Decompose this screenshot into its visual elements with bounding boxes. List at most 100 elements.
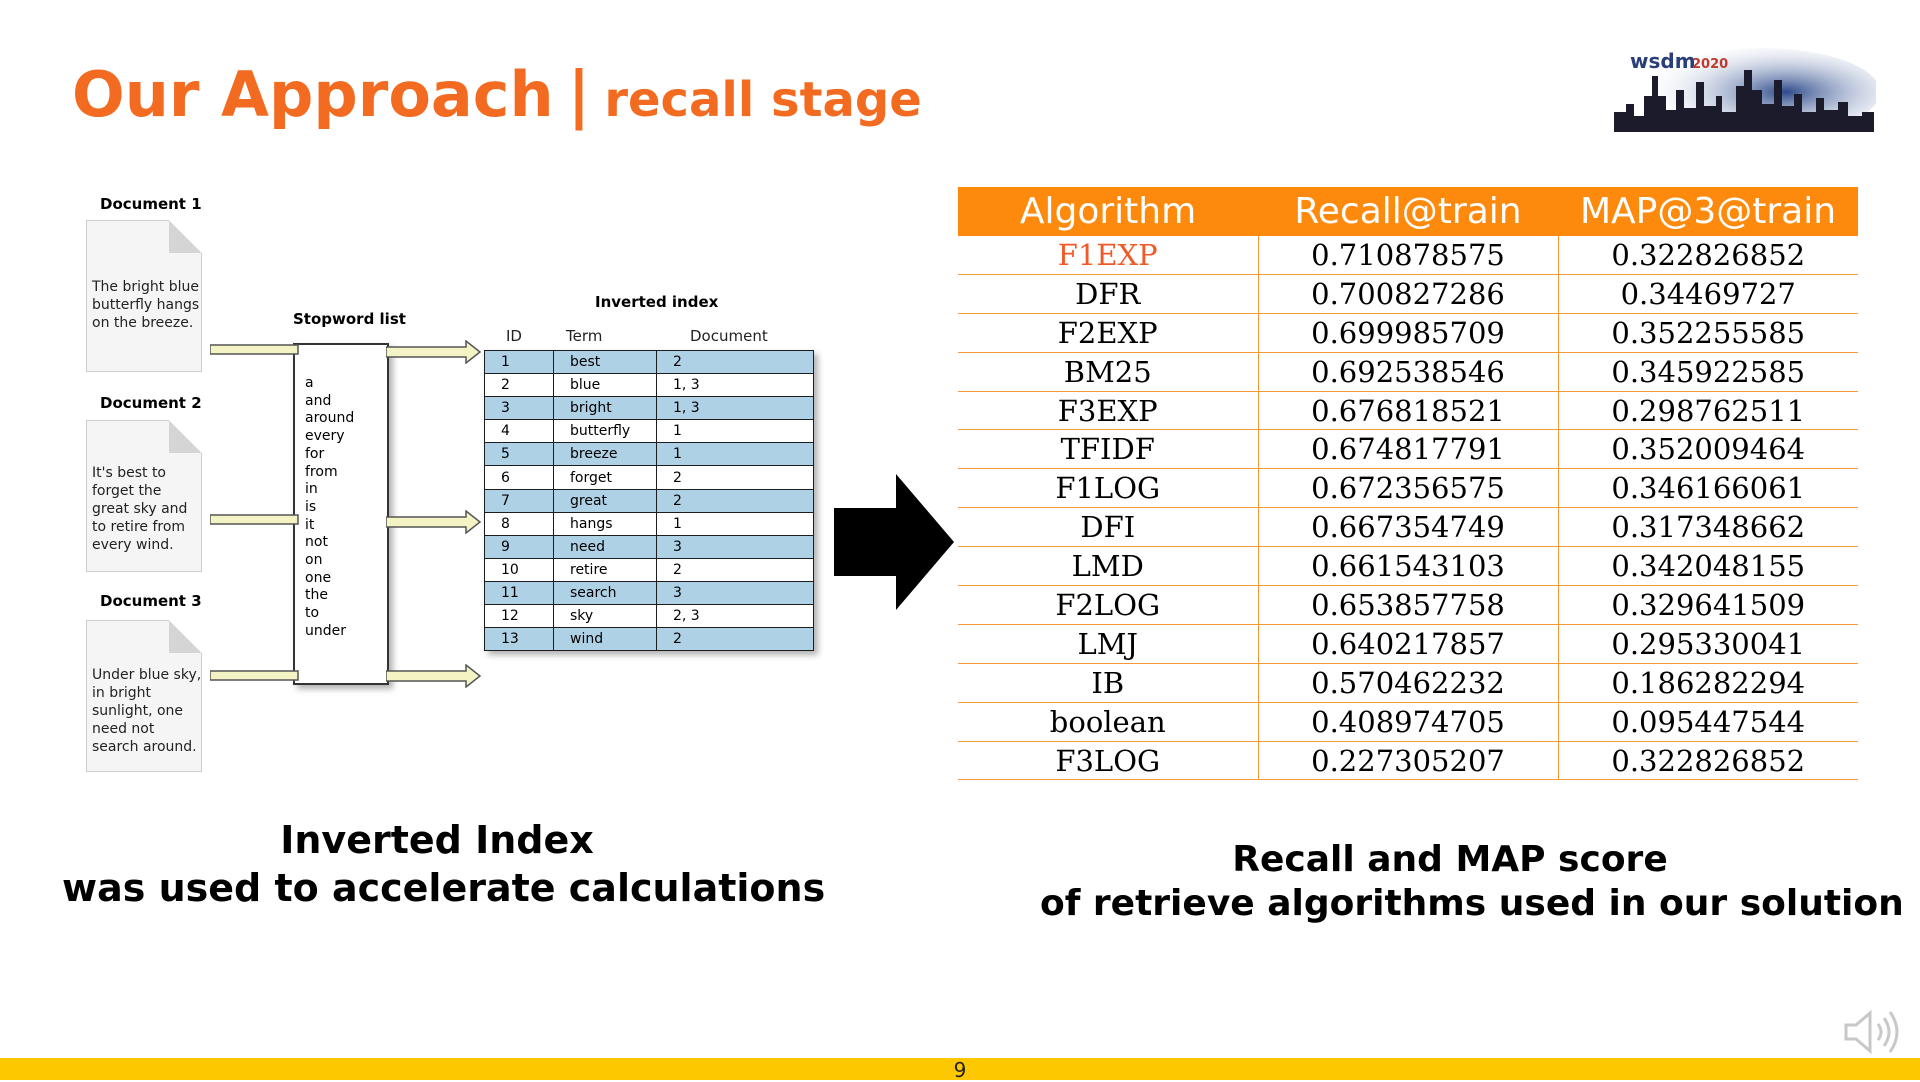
left-caption-line-2: was used to accelerate calculations — [62, 866, 826, 910]
index-cell-document: 2, 3 — [656, 604, 814, 629]
recall-cell: 0.700827286 — [1257, 274, 1558, 314]
algorithm-cell: IB — [958, 663, 1258, 703]
algorithm-cell: F1LOG — [958, 468, 1258, 509]
index-header-term: Term — [566, 327, 603, 345]
index-cell-document: 1, 3 — [656, 396, 814, 421]
flow-arrow-icon — [210, 670, 299, 681]
index-cell-id: 12 — [484, 604, 554, 629]
stopword-list-title: Stopword list — [293, 310, 406, 328]
algorithm-cell: F2EXP — [958, 313, 1258, 353]
page-fold-icon — [169, 420, 201, 453]
algorithm-cell: DFI — [958, 507, 1258, 548]
stopword-item: for — [305, 445, 325, 462]
map-cell: 0.295330041 — [1557, 624, 1858, 664]
algorithm-cell: DFR — [958, 274, 1258, 314]
index-cell-term: search — [553, 580, 657, 606]
recall-cell: 0.676818521 — [1257, 391, 1558, 431]
right-caption: Recall and MAP score of retrieve algorit… — [1040, 838, 1904, 926]
stopword-item: it — [305, 516, 315, 533]
document-3-text: Under blue sky, in bright sunlight, one … — [92, 667, 202, 755]
map-cell: 0.346166061 — [1557, 468, 1858, 509]
algorithm-cell: F3EXP — [958, 391, 1258, 431]
document-2-text: It's best to forget the great sky and to… — [92, 465, 188, 553]
map-cell: 0.352009464 — [1557, 429, 1858, 470]
page-fold-icon — [169, 220, 201, 253]
index-cell-id: 2 — [484, 373, 554, 398]
recall-cell: 0.667354749 — [1257, 507, 1558, 548]
map-cell: 0.352255585 — [1557, 313, 1858, 353]
index-cell-id: 11 — [484, 580, 554, 606]
right-caption-line-1: Recall and MAP score — [1232, 839, 1668, 880]
speaker-icon[interactable] — [1842, 1008, 1902, 1056]
recall-cell: 0.692538546 — [1257, 352, 1558, 392]
index-cell-term: best — [553, 349, 657, 375]
index-cell-id: 9 — [484, 534, 554, 559]
index-cell-term: breeze — [553, 442, 657, 467]
flow-arrow-icon — [386, 510, 482, 534]
document-1-label: Document 1 — [100, 195, 202, 213]
algorithm-cell: F2LOG — [958, 585, 1258, 625]
index-cell-document: 2 — [656, 488, 814, 513]
flow-arrow-icon — [210, 514, 299, 525]
index-cell-term: hangs — [553, 511, 657, 536]
logo-wordmark: wsdm — [1630, 49, 1696, 73]
index-cell-document: 1, 3 — [656, 373, 814, 398]
index-cell-id: 10 — [484, 557, 554, 582]
index-cell-document: 1 — [656, 442, 814, 467]
flow-arrow-icon — [210, 344, 299, 355]
slide-title: Our Approach|recall stage — [72, 58, 922, 131]
recall-cell: 0.408974705 — [1257, 702, 1558, 742]
stopword-item: to — [305, 605, 320, 622]
document-2-label: Document 2 — [100, 394, 202, 412]
index-cell-id: 3 — [484, 396, 554, 421]
index-cell-document: 2 — [656, 349, 814, 375]
left-caption: Inverted Index was used to accelerate ca… — [62, 816, 826, 912]
right-caption-line-2: of retrieve algorithms used in our solut… — [1040, 883, 1904, 924]
stopword-item: around — [305, 410, 355, 427]
index-cell-document: 2 — [656, 557, 814, 582]
index-cell-term: sky — [553, 604, 657, 629]
index-header-document: Document — [690, 327, 768, 345]
flow-arrow-icon — [386, 664, 482, 688]
index-cell-term: butterfly — [553, 419, 657, 444]
index-cell-document: 1 — [656, 511, 814, 536]
index-cell-document: 2 — [656, 465, 814, 490]
index-cell-id: 8 — [484, 511, 554, 536]
index-cell-term: retire — [553, 557, 657, 582]
recall-cell: 0.640217857 — [1257, 624, 1558, 664]
recall-cell: 0.227305207 — [1257, 741, 1558, 781]
recall-cell: 0.699985709 — [1257, 313, 1558, 353]
map-cell: 0.34469727 — [1557, 274, 1858, 314]
algorithm-cell: boolean — [958, 702, 1258, 742]
map-cell: 0.322826852 — [1557, 741, 1858, 781]
index-cell-id: 13 — [484, 627, 554, 652]
index-cell-document: 2 — [656, 627, 814, 652]
stopword-item: and — [305, 392, 332, 409]
stopword-item: the — [305, 587, 328, 604]
index-cell-id: 1 — [484, 349, 554, 375]
algorithm-cell: F3LOG — [958, 741, 1258, 781]
stopword-item: under — [305, 622, 347, 639]
recall-cell: 0.653857758 — [1257, 585, 1558, 625]
map-cell: 0.095447544 — [1557, 702, 1858, 742]
index-cell-id: 4 — [484, 419, 554, 444]
stopword-item: from — [305, 463, 338, 480]
